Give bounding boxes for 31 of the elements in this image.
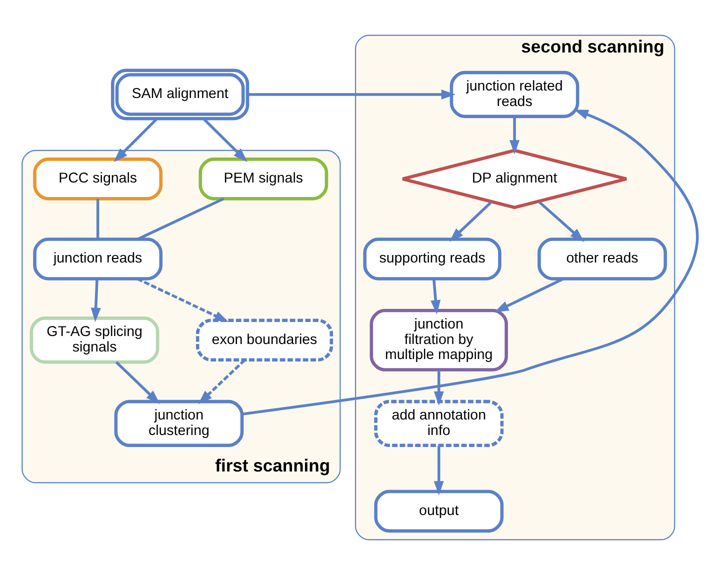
node-box: exon boundaries <box>195 318 333 362</box>
connector <box>136 197 224 240</box>
node-box: junction related reads <box>449 70 579 118</box>
node-box: junction reads <box>32 238 162 280</box>
arrow <box>509 116 520 154</box>
arrow <box>448 200 492 242</box>
node-box: output <box>374 490 504 533</box>
node-box: PEM signals <box>198 158 328 200</box>
node-box: PCC signals <box>32 158 162 200</box>
arrow <box>433 446 444 496</box>
arrow <box>90 278 100 322</box>
node-diamond: DP alignment <box>400 148 628 210</box>
arrow <box>494 278 564 312</box>
node-box: other reads <box>537 238 666 280</box>
connector <box>96 198 99 240</box>
arrow <box>241 110 698 416</box>
node-box: add annotation info <box>374 400 504 448</box>
arrow <box>202 118 247 162</box>
arrow <box>433 370 444 406</box>
arrow <box>114 361 160 404</box>
node-box: junction filtration by multiple mapping <box>369 308 508 372</box>
arrow <box>538 200 584 242</box>
node-box: SAM alignment <box>110 68 249 120</box>
arrow <box>136 278 228 322</box>
arrow <box>430 278 440 314</box>
arrow <box>198 359 246 404</box>
node-box: junction clustering <box>114 400 244 448</box>
arrow <box>113 118 158 162</box>
node-box: GT-AG splicing signals <box>29 316 159 364</box>
node-box: supporting reads <box>362 238 501 280</box>
arrow <box>247 90 456 100</box>
